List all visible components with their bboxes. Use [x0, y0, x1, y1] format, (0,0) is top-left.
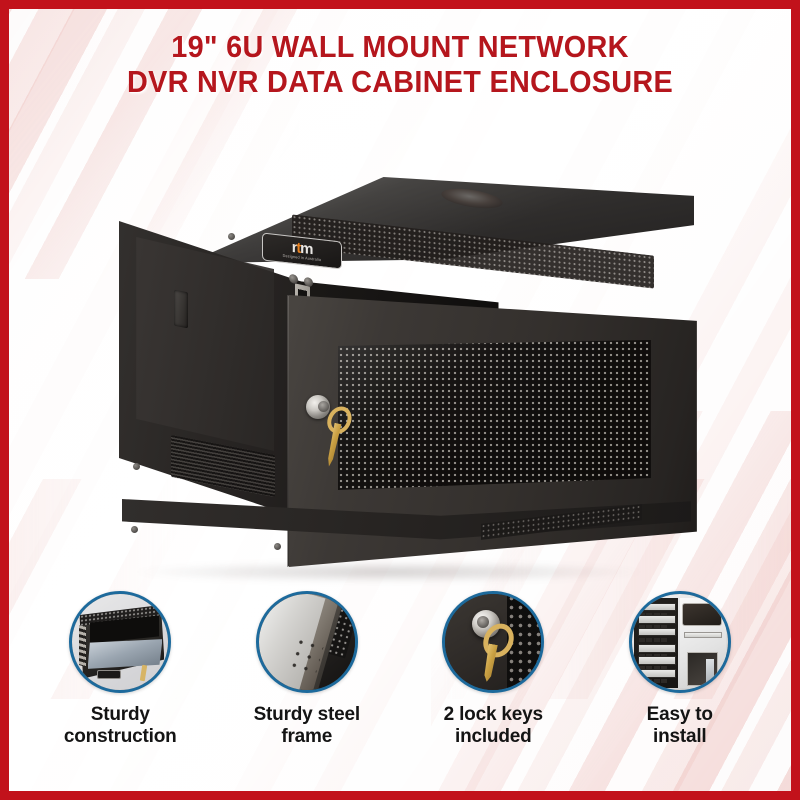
- feature-label-line-2: frame: [281, 726, 333, 747]
- cabinet-open-tray-thumbnail-icon: [69, 591, 172, 693]
- side-screw-bottom: [133, 463, 141, 470]
- hero-product-image: rtm Designed in Australia: [9, 129, 791, 599]
- feature-item: Easy to install: [596, 591, 764, 748]
- brand-subtitle: Designed in Australia: [282, 252, 321, 263]
- feature-item: Sturdy steel frame: [223, 591, 391, 748]
- title-line-1: 19" 6U WALL MOUNT NETWORK: [171, 29, 629, 64]
- feature-label-line-2: included: [454, 726, 532, 747]
- door-lock-keyhole: [317, 401, 329, 412]
- feature-label: 2 lock keys included: [444, 704, 543, 748]
- rack-install-thumbnail-icon: [628, 591, 731, 693]
- base-screw-left: [130, 526, 138, 533]
- feature-item: 2 lock keys included: [409, 591, 577, 748]
- feature-item: Sturdy construction: [36, 591, 204, 748]
- feature-label: Sturdy construction: [64, 704, 177, 748]
- lock-and-key-thumbnail-icon: [442, 591, 545, 693]
- title-line-2: DVR NVR DATA CABINET ENCLOSURE: [126, 64, 673, 99]
- feature-label-line-1: Sturdy steel: [253, 704, 361, 725]
- feature-label-line-2: construction: [63, 726, 177, 747]
- feature-label-line-1: Sturdy: [90, 704, 150, 725]
- feature-label-line-1: Easy to: [646, 704, 713, 725]
- page-title: 19" 6U WALL MOUNT NETWORK DVR NVR DATA C…: [9, 29, 791, 99]
- side-screw-top: [228, 233, 236, 240]
- feature-label-line-1: 2 lock keys: [443, 704, 543, 725]
- feature-label-line-2: install: [652, 726, 707, 747]
- feature-label: Easy to install: [647, 704, 713, 748]
- feature-highlights: Sturdy construction Sturdy steel frame: [9, 591, 791, 771]
- door-perforated-mesh-panel: [337, 340, 651, 490]
- network-cabinet: rtm Designed in Australia: [119, 177, 697, 567]
- product-shadow: [129, 561, 649, 583]
- cabinet-side-handle: [173, 289, 188, 329]
- rail-screws-top: [289, 269, 323, 288]
- feature-label: Sturdy steel frame: [253, 704, 361, 748]
- cabinet-side-access-door: [136, 237, 275, 451]
- base-screw-front: [274, 543, 282, 550]
- steel-frame-thumbnail-icon: [255, 591, 358, 693]
- door-mesh-reflection: [337, 340, 651, 490]
